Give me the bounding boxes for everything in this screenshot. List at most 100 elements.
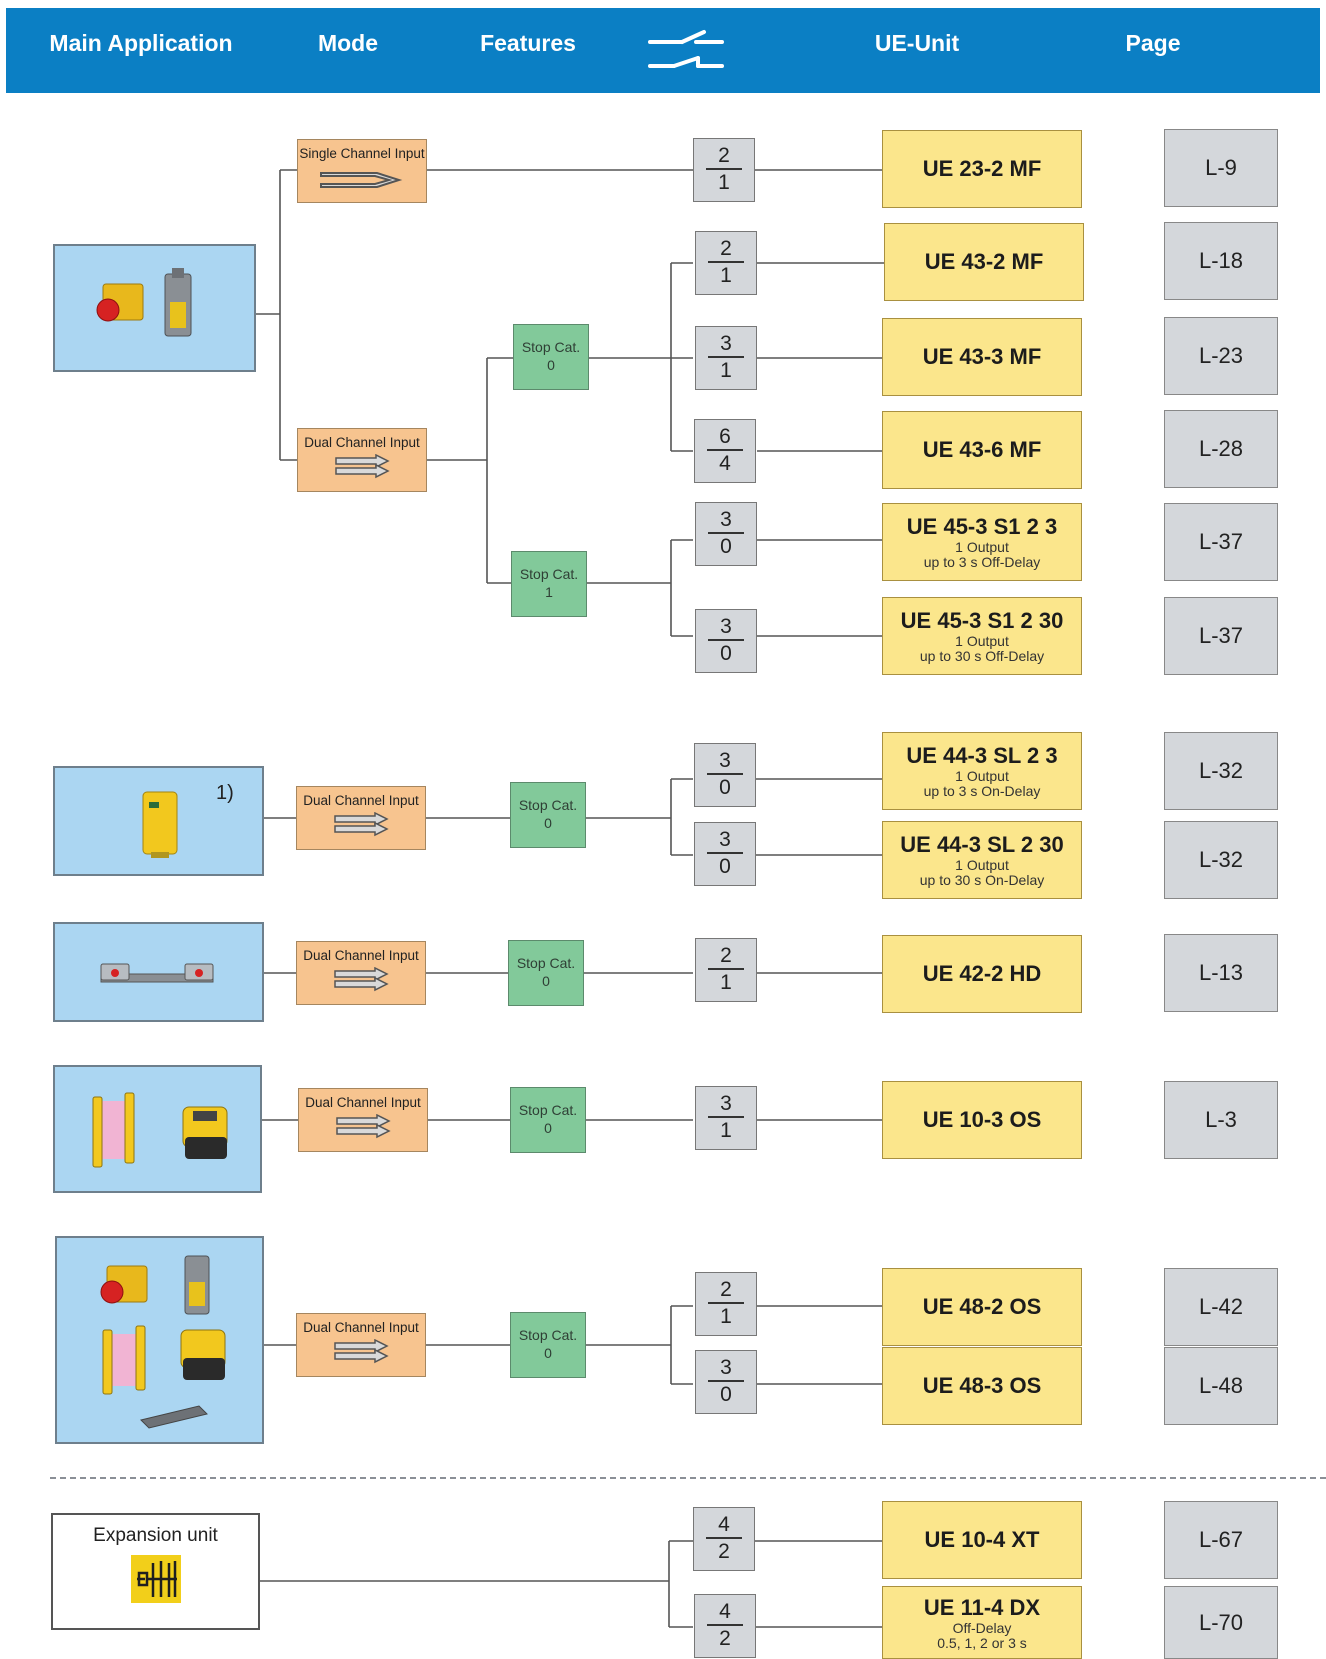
output-count: 0 <box>695 775 755 800</box>
contact-count: 2 <box>696 1277 756 1302</box>
ue-unit-box: UE 44-3 SL 2 3 1 Output up to 3 s On-Del… <box>882 732 1082 810</box>
ue-unit-name: UE 10-4 XT <box>925 1527 1040 1553</box>
laser-scanner-icon <box>181 1330 225 1380</box>
page-ref: L-28 <box>1199 436 1243 462</box>
mode-label: Single Channel Input <box>298 146 426 161</box>
ue-unit-box: UE 48-3 OS <box>882 1347 1082 1425</box>
ue-unit-name: UE 10-3 OS <box>923 1107 1042 1133</box>
ue-unit-name: UE 44-3 SL 2 3 <box>906 743 1057 769</box>
relay-contacts-icon <box>131 1555 181 1603</box>
light-curtain-icon <box>93 1093 134 1167</box>
single-channel-arrow-icon <box>317 165 407 195</box>
ue-unit-name: UE 11-4 DX <box>924 1595 1040 1621</box>
mode-box-2: Dual Channel Input <box>297 428 427 492</box>
mode-label: Dual Channel Input <box>297 793 425 808</box>
output-count: 1 <box>696 1304 756 1329</box>
laser-scanner-icon <box>183 1107 227 1159</box>
stop-cat-value: 0 <box>544 1120 552 1136</box>
contact-count: 3 <box>695 827 755 852</box>
stop-cat-label: Stop Cat. <box>520 566 578 582</box>
application-box-4 <box>53 1065 262 1193</box>
contact-ratio-box: 21 <box>693 138 755 202</box>
stop-cat-label: Stop Cat. <box>519 797 577 813</box>
contact-count: 3 <box>696 1355 756 1380</box>
contact-count: 4 <box>694 1512 754 1537</box>
safety-mat-icon <box>141 1406 207 1428</box>
page-ref: L-37 <box>1199 623 1243 649</box>
light-curtain-icon <box>103 1326 145 1394</box>
mode-box-4: Dual Channel Input <box>296 941 426 1005</box>
application-box-5 <box>55 1236 264 1444</box>
safety-switch-yellow-icon <box>143 792 177 858</box>
contact-ratio-box: 30 <box>694 743 756 807</box>
page-ref: L-32 <box>1199 847 1243 873</box>
page-ref: L-32 <box>1199 758 1243 784</box>
page-ref-box: L-23 <box>1164 317 1278 395</box>
mode-label: Dual Channel Input <box>298 435 426 450</box>
ue-unit-box: UE 10-3 OS <box>882 1081 1082 1159</box>
page-ref: L-13 <box>1199 960 1243 986</box>
contact-count: 3 <box>696 331 756 356</box>
ue-unit-name: UE 43-2 MF <box>925 249 1044 275</box>
ue-unit-box: UE 10-4 XT <box>882 1501 1082 1579</box>
stop-cat-label: Stop Cat. <box>522 339 580 355</box>
page-ref-box: L-42 <box>1164 1268 1278 1346</box>
page-ref: L-70 <box>1199 1610 1243 1636</box>
page-ref-box: L-32 <box>1164 732 1278 810</box>
dual-channel-arrow-icon <box>331 812 391 840</box>
stop-cat-box-6: Stop Cat. 0 <box>510 1312 586 1378</box>
stop-cat-box-1: Stop Cat. 0 <box>513 324 589 390</box>
contact-ratio-box: 30 <box>694 822 756 886</box>
page-ref: L-42 <box>1199 1294 1243 1320</box>
ue-unit-box: UE 45-3 S1 2 30 1 Output up to 30 s Off-… <box>882 597 1082 675</box>
output-count: 0 <box>695 854 755 879</box>
ue-unit-delay-note: up to 3 s On-Delay <box>924 784 1041 799</box>
stop-cat-value: 0 <box>547 357 555 373</box>
page-ref-box: L-18 <box>1164 222 1278 300</box>
emergency-stop-button-icon <box>101 1266 147 1303</box>
contact-count: 3 <box>695 748 755 773</box>
output-count: 4 <box>695 451 755 476</box>
application-box-1 <box>53 244 256 372</box>
contact-ratio-box: 30 <box>695 1350 757 1414</box>
ue-unit-box: UE 42-2 HD <box>882 935 1082 1013</box>
contact-count: 4 <box>695 1599 755 1624</box>
page-ref: L-23 <box>1199 343 1243 369</box>
stop-cat-box-2: Stop Cat. 1 <box>511 551 587 617</box>
contact-ratio-box: 21 <box>695 231 757 295</box>
ue-unit-output-note: 1 Output <box>955 769 1009 784</box>
page-ref: L-48 <box>1199 1373 1243 1399</box>
mode-box-3: Dual Channel Input <box>296 786 426 850</box>
dual-channel-arrow-icon <box>332 454 392 482</box>
output-count: 1 <box>696 970 756 995</box>
stop-cat-value: 0 <box>542 973 550 989</box>
ue-unit-box: UE 43-3 MF <box>882 318 1082 396</box>
contact-count: 2 <box>696 943 756 968</box>
output-count: 1 <box>696 263 756 288</box>
ue-unit-box: UE 11-4 DX Off-Delay 0.5, 1, 2 or 3 s <box>882 1586 1082 1659</box>
mode-box-5: Dual Channel Input <box>298 1088 428 1152</box>
dual-channel-arrow-icon <box>331 967 391 995</box>
mode-label: Dual Channel Input <box>299 1095 427 1110</box>
page-ref-box: L-28 <box>1164 410 1278 488</box>
stop-cat-value: 0 <box>544 815 552 831</box>
ue-unit-name: UE 45-3 S1 2 3 <box>907 514 1057 540</box>
mode-box-6: Dual Channel Input <box>296 1313 426 1377</box>
application-box-3 <box>53 922 264 1022</box>
page-ref-box: L-37 <box>1164 597 1278 675</box>
page-ref: L-3 <box>1205 1107 1237 1133</box>
page-ref-box: L-67 <box>1164 1501 1278 1579</box>
ue-unit-name: UE 48-2 OS <box>923 1294 1042 1320</box>
output-count: 0 <box>696 641 756 666</box>
contact-count: 3 <box>696 614 756 639</box>
output-count: 2 <box>695 1626 755 1651</box>
contact-ratio-box: 31 <box>695 1086 757 1150</box>
ue-unit-output-note: 1 Output <box>955 540 1009 555</box>
ue-unit-output-note: 1 Output <box>955 858 1009 873</box>
mode-label: Dual Channel Input <box>297 948 425 963</box>
ue-unit-delay-note: up to 30 s Off-Delay <box>920 649 1044 664</box>
